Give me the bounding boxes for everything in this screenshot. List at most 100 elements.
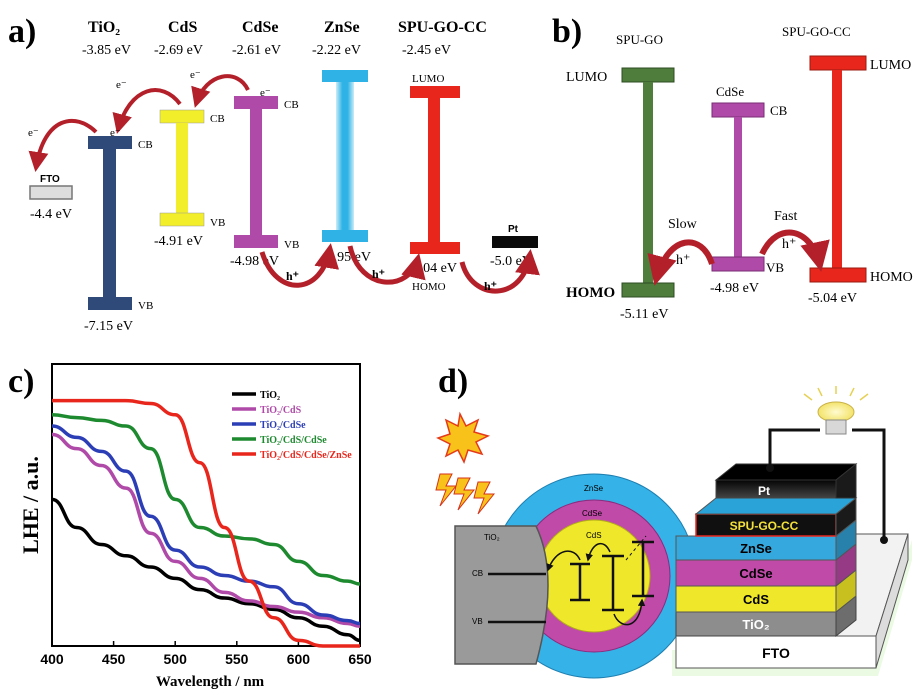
stack-pt-top bbox=[714, 463, 858, 481]
spu-homo-label: HOMO bbox=[412, 281, 446, 293]
stack-spu-side bbox=[835, 496, 857, 538]
chart-frame bbox=[51, 363, 361, 647]
x-tick-label: 600 bbox=[287, 651, 311, 667]
stack-pt-front bbox=[715, 479, 837, 499]
circle-vb-label: VB bbox=[472, 617, 483, 626]
legend-label: TiO₂/CdS/CdSe/ZnSe bbox=[260, 450, 352, 461]
chart-xlabel: Wavelength / nm bbox=[156, 674, 265, 689]
cds-band bbox=[176, 123, 188, 215]
cdse-vb-label: VB bbox=[284, 239, 299, 251]
cdse-cb-label: CB bbox=[284, 99, 299, 111]
znse-vb-bar bbox=[322, 230, 368, 242]
inner-electron-arrow-2 bbox=[585, 542, 611, 562]
spu-lumo-label: LUMO bbox=[412, 73, 444, 85]
inner-electron-arrow-1 bbox=[546, 550, 581, 572]
series-line-1 bbox=[51, 432, 361, 629]
tio2-vb-energy: -7.15 eV bbox=[84, 319, 133, 334]
stack-pt-label: Pt bbox=[758, 484, 770, 498]
header-cdse: CdSe bbox=[242, 19, 278, 36]
bulb-base bbox=[825, 419, 847, 435]
cds-cb-label: CB bbox=[210, 113, 225, 125]
hole-symbol-1: h⁺ bbox=[286, 269, 299, 283]
cdse-cb-bar bbox=[234, 96, 278, 109]
spugocc-homo-bar bbox=[809, 267, 867, 283]
header-spu: SPU-GO-CC bbox=[398, 19, 487, 36]
stack-tio2-front bbox=[675, 611, 837, 637]
tio2-vb-label: VB bbox=[138, 300, 153, 312]
electron-symbol-5: e⁻ bbox=[260, 87, 271, 99]
bulb-icon bbox=[817, 401, 855, 423]
circle-znse-label: ZnSe bbox=[584, 484, 604, 493]
wire-left-terminal bbox=[766, 464, 774, 472]
x-tick-label: 650 bbox=[348, 651, 372, 667]
spugo-lumo-bar bbox=[621, 67, 675, 83]
chart-lines bbox=[51, 398, 361, 648]
fto-level bbox=[29, 185, 73, 200]
electron-symbol-1: e⁻ bbox=[28, 127, 39, 139]
inner-dashed-line bbox=[625, 535, 647, 561]
cdse-band bbox=[250, 109, 262, 237]
stack-znse-front bbox=[675, 535, 837, 561]
fast-hole: h⁺ bbox=[782, 237, 796, 252]
spu-homo-bar bbox=[410, 242, 460, 254]
header-spugocc: SPU-GO-CC bbox=[782, 24, 851, 39]
panel-b-label: b) bbox=[552, 13, 582, 50]
spugo-energy: -5.11 eV bbox=[620, 307, 668, 322]
stack-spu-label: SPU-GO-CC bbox=[730, 519, 799, 533]
header-cds: CdS bbox=[168, 19, 197, 36]
stack-znse-label: ZnSe bbox=[740, 541, 772, 556]
header-tio2-energy: -3.85 eV bbox=[82, 43, 131, 58]
header-tio2: TiO₂ bbox=[88, 19, 120, 36]
tio2-cb-bar bbox=[88, 136, 132, 149]
stack-fto-label: FTO bbox=[762, 645, 790, 661]
device-stack: FTO TiO₂ CdS CdSe ZnSe SPU-GO-CC bbox=[672, 462, 912, 676]
spugocc-lumo-label: LUMO bbox=[870, 58, 911, 73]
znse-band bbox=[336, 82, 354, 232]
hole-symbol-3: h⁺ bbox=[484, 279, 497, 293]
panel-c-label: c) bbox=[8, 363, 34, 400]
tio2-vb-bar bbox=[88, 297, 132, 310]
legend-label: TiO₂/CdSe bbox=[260, 420, 306, 431]
stack-cds-label: CdS bbox=[743, 592, 769, 607]
chart-legend: TiO₂TiO₂/CdSTiO₂/CdSeTiO₂/CdS/CdSeTiO₂/C… bbox=[232, 390, 352, 461]
inner-band-diagram bbox=[570, 540, 654, 612]
spugocc-energy: -5.04 eV bbox=[808, 291, 857, 306]
tio2-band bbox=[103, 149, 116, 299]
legend-label: TiO₂/CdS bbox=[260, 405, 302, 416]
electron-arrow-cds-tio2 bbox=[112, 88, 182, 134]
spu-band bbox=[428, 98, 440, 244]
x-tick-label: 500 bbox=[164, 651, 188, 667]
wire-right bbox=[852, 428, 886, 540]
header-znse-energy: -2.22 eV bbox=[312, 43, 361, 58]
series-line-4 bbox=[52, 398, 360, 648]
spugocc-homo-label: HOMO bbox=[870, 270, 913, 285]
cdse-vb-bar bbox=[234, 235, 278, 248]
inner-hole-arrow bbox=[613, 598, 646, 626]
wire-right-terminal bbox=[880, 536, 888, 544]
electron-symbol-3: e⁻ bbox=[116, 79, 127, 91]
legend-label: TiO₂/CdS/CdSe bbox=[260, 435, 327, 446]
spugo-band bbox=[643, 82, 653, 284]
hole-symbol-2: h⁺ bbox=[372, 267, 385, 281]
stack-spu-top bbox=[694, 497, 858, 515]
panel-a: a) TiO₂ -3.85 eV CdS -2.69 eV CdSe -2.61… bbox=[8, 13, 540, 334]
circle-cds-label: CdS bbox=[586, 531, 602, 540]
circle-tio2-label: TiO₂ bbox=[484, 533, 500, 542]
spu-lumo-bar bbox=[410, 86, 460, 98]
header-cdse-energy: -2.61 eV bbox=[232, 43, 281, 58]
cdse-b-energy: -4.98 eV bbox=[710, 281, 759, 296]
hole-arrow-cdse-znse bbox=[259, 243, 340, 288]
x-tick-label: 450 bbox=[102, 651, 126, 667]
slow-hole: h⁺ bbox=[676, 253, 690, 268]
cdse-b-vb-bar bbox=[711, 256, 765, 272]
electron-arrow-cdse-cds bbox=[191, 74, 250, 108]
cds-cb-bar bbox=[159, 109, 205, 124]
cdse-vb-energy: -4.98 eV bbox=[230, 254, 279, 269]
stack-cdse-label: CdSe bbox=[739, 566, 772, 581]
stack-pt-side bbox=[835, 462, 857, 499]
header-cds-energy: -2.69 eV bbox=[154, 43, 203, 58]
cdse-b-label: CdSe bbox=[716, 84, 744, 99]
electron-symbol-2: e⁻ bbox=[110, 127, 121, 139]
fto-layer-front bbox=[675, 635, 877, 669]
